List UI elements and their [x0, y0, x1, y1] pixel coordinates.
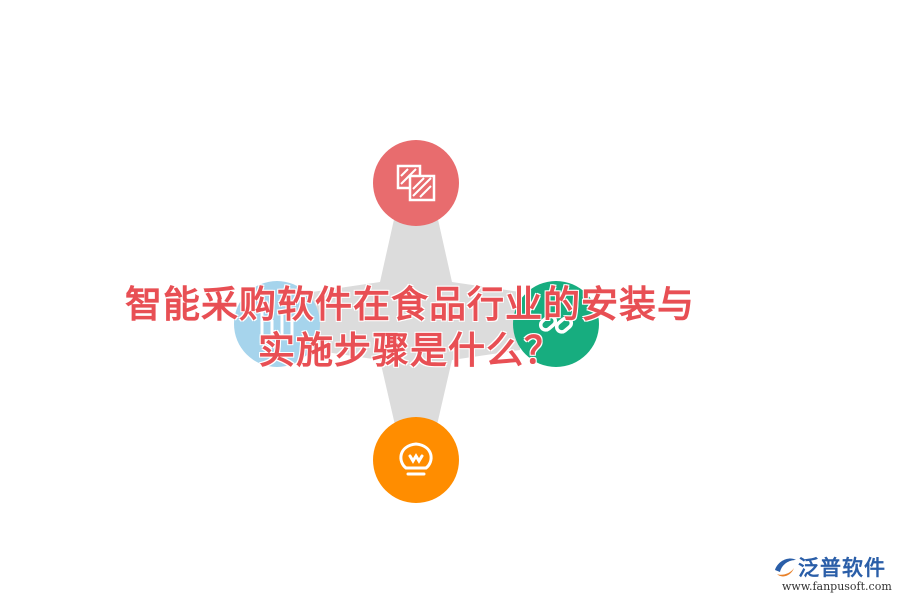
logo-url: www.fanpusoft.com [782, 580, 892, 593]
title-line-2: 实施步骤是什么？ [258, 329, 562, 372]
bar-chart-icon [260, 310, 294, 340]
brand-logo: 泛普软件 www.fanpusoft.com [770, 552, 895, 596]
title-line-1: 智能采购软件在食品行业的安装与 [125, 283, 695, 326]
connector-shape [312, 215, 520, 425]
node-top [373, 140, 459, 226]
logo-swoosh-icon [775, 558, 796, 577]
diagram-title: 智能采购软件在食品行业的安装与 实施步骤是什么？ [100, 282, 720, 374]
node-right [513, 281, 599, 367]
node-left [234, 281, 320, 367]
striped-squares-icon [396, 164, 436, 202]
link-icon [538, 314, 574, 334]
lightbulb-icon [399, 442, 433, 476]
logo-name: 泛普软件 [798, 556, 886, 580]
node-bottom [373, 417, 459, 503]
